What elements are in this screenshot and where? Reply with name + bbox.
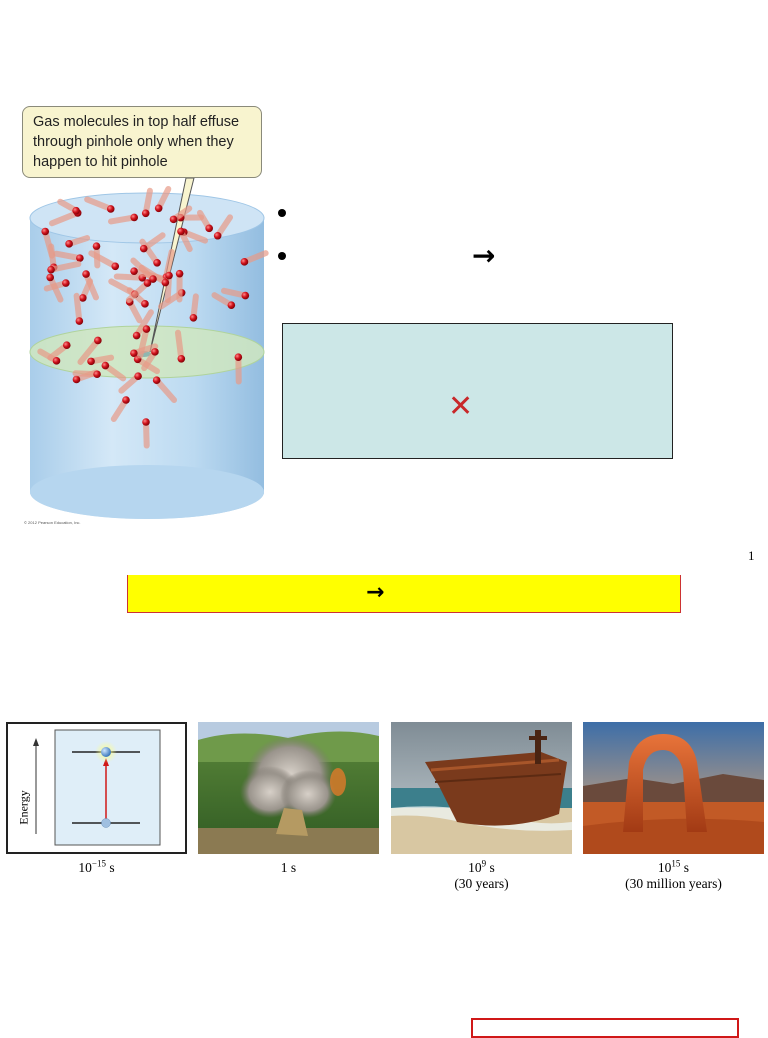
caption-shipwreck: 109 s (30 years) xyxy=(391,860,572,892)
x-mark-icon: ✕ xyxy=(448,390,473,424)
red-outline-box xyxy=(471,1018,739,1038)
highlight-bar xyxy=(127,575,681,613)
caption-arch: 1015 s (30 million years) xyxy=(583,860,764,892)
panel-arch xyxy=(583,722,764,854)
caption-shipwreck-sub: (30 years) xyxy=(391,876,572,892)
shipwreck-photo xyxy=(391,722,572,854)
bullet-2-dot xyxy=(278,252,286,260)
page-number: 1 xyxy=(748,548,755,564)
gas-molecule xyxy=(176,270,184,300)
explosion-photo xyxy=(198,722,379,854)
caption-energy-transition: 10−15 s xyxy=(6,860,187,876)
effusion-figure: Gas molecules in top half effuse through… xyxy=(18,100,270,530)
panel-shipwreck xyxy=(391,722,572,854)
energy-axis-label: Energy xyxy=(17,778,32,838)
arch-photo xyxy=(583,722,764,854)
caption-arch-sub: (30 million years) xyxy=(583,876,764,892)
energy-level-diagram xyxy=(6,722,187,854)
caption-explosion: 1 s xyxy=(198,860,379,876)
callout-text: Gas molecules in top half effuse through… xyxy=(33,112,251,172)
bullet-arrow-icon: → xyxy=(472,240,495,272)
info-box xyxy=(282,323,673,459)
bar-arrow-icon: → xyxy=(366,581,384,605)
gas-molecule xyxy=(235,353,243,381)
effusion-callout: Gas molecules in top half effuse through… xyxy=(22,106,262,178)
bullet-1-dot xyxy=(278,209,286,217)
panel-explosion xyxy=(198,722,379,854)
panel-energy-transition: Energy xyxy=(6,722,187,854)
copyright-text: © 2012 Pearson Education, Inc. xyxy=(24,520,81,525)
